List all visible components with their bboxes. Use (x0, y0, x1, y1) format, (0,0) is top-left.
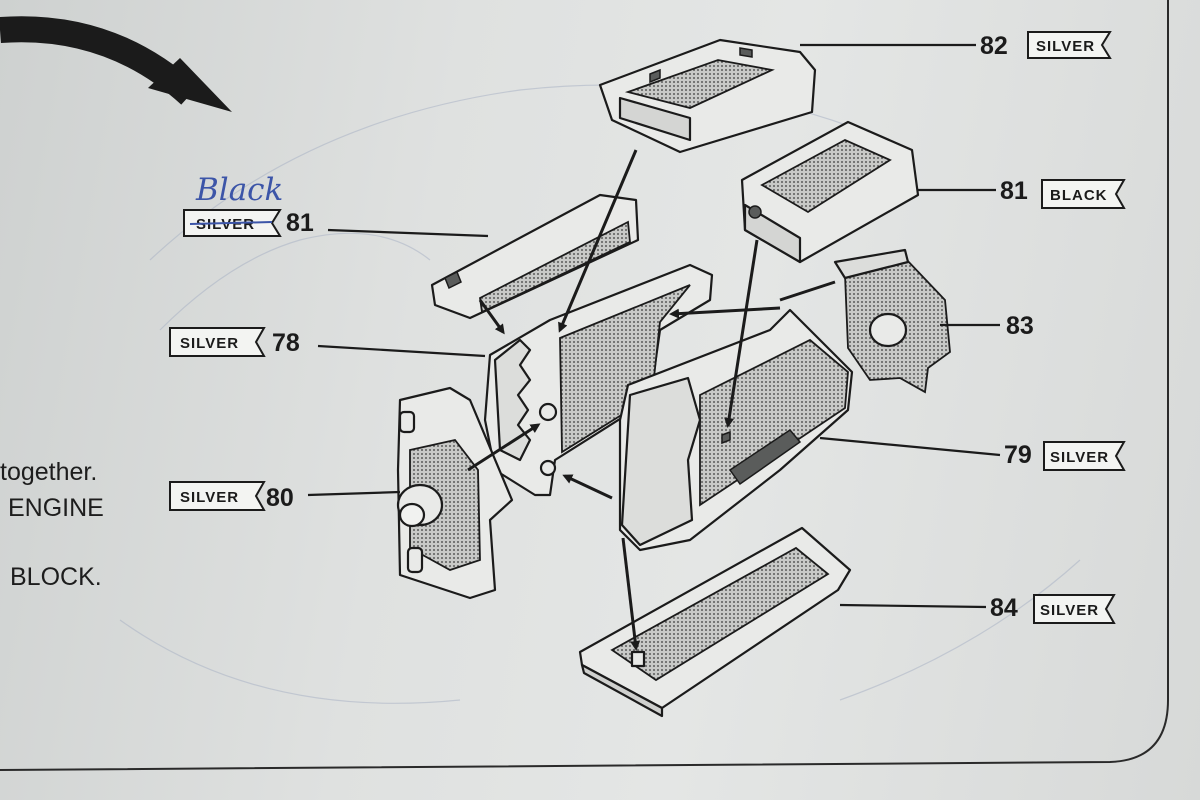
color-label-81-right: BLACK (1050, 187, 1108, 204)
part-number-81-right: 81 (1000, 177, 1028, 205)
color-label-84: SILVER (1040, 602, 1099, 619)
part-number-81-left: 81 (286, 209, 314, 237)
color-tag-79 (1043, 441, 1126, 471)
leader-lines (307, 43, 1001, 609)
part-83-drawing (833, 248, 951, 394)
part-80-drawing (396, 386, 514, 600)
color-label-78: SILVER (180, 335, 239, 352)
callout-83: 83 (1006, 312, 1034, 340)
part-82-drawing (598, 38, 817, 154)
color-tag-84 (1033, 594, 1116, 624)
part-number-80: 80 (266, 484, 294, 512)
instruction-line-2: ENGINE (8, 494, 104, 522)
callout-78: SILVER 78 (169, 327, 300, 357)
curved-arrow-icon (0, 16, 232, 112)
color-tag-80 (169, 481, 266, 511)
instruction-line-3: BLOCK. (10, 563, 102, 591)
callout-80: SILVER 80 (169, 481, 294, 512)
page-border (0, 0, 1169, 771)
callout-79: 79 SILVER (1004, 441, 1126, 471)
part-number-78: 78 (272, 329, 300, 357)
assembly-arrows (467, 149, 836, 651)
color-label-82: SILVER (1036, 38, 1095, 55)
instruction-line-1: together. (0, 458, 97, 486)
callout-82: 82 SILVER (980, 31, 1112, 60)
callout-81-left: Black SILVER 81 (183, 172, 314, 237)
part-84-drawing (578, 526, 852, 718)
color-label-81-left: SILVER (196, 216, 255, 233)
part-number-79: 79 (1004, 441, 1032, 469)
color-tag-81-right (1041, 179, 1126, 209)
callout-84: 84 SILVER (990, 594, 1116, 624)
color-tag-82 (1027, 31, 1112, 59)
handwritten-note: Black (195, 172, 283, 208)
instruction-text: together. ENGINE BLOCK. (0, 458, 104, 591)
callout-81-right: 81 BLACK (1000, 177, 1126, 209)
color-tag-78 (169, 327, 266, 357)
part-79-drawing (618, 308, 854, 552)
strikethrough-line (189, 221, 273, 225)
part-number-84: 84 (990, 594, 1018, 622)
color-label-79: SILVER (1050, 449, 1109, 466)
part-81-right-drawing (740, 120, 920, 264)
part-number-82: 82 (980, 32, 1008, 60)
part-number-83: 83 (1006, 312, 1034, 340)
color-label-80: SILVER (180, 489, 239, 506)
part-81-left-drawing (430, 193, 640, 320)
